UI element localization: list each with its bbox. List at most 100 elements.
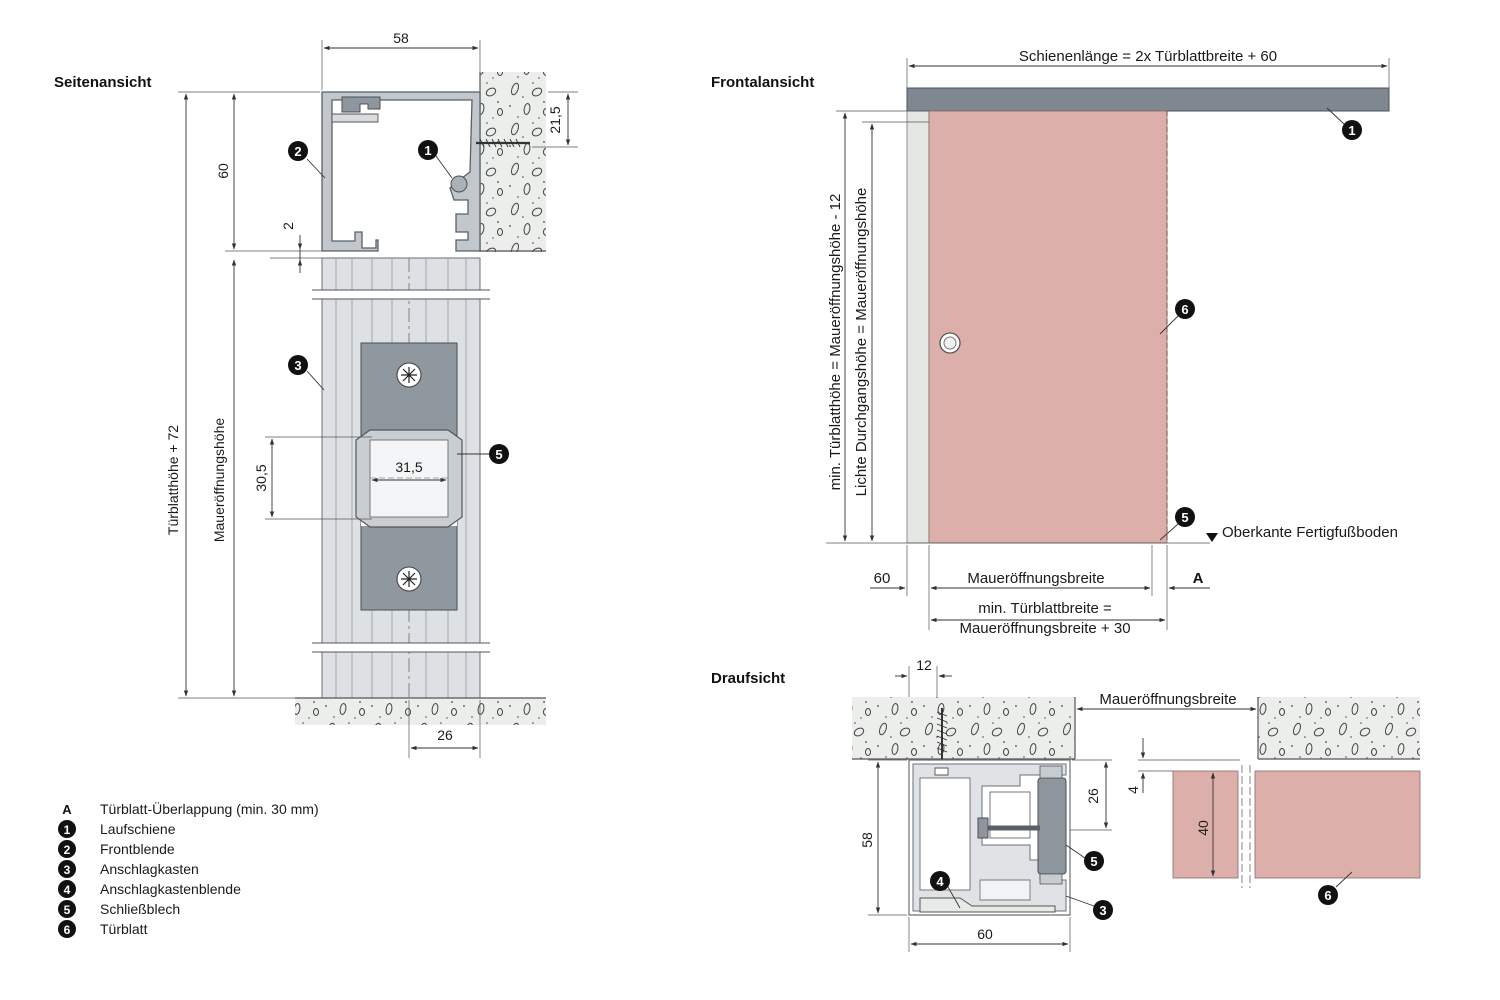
- top-dim-maueroeffnungsbreite: Maueröffnungsbreite: [1099, 691, 1236, 708]
- front-dim-60: 60: [874, 570, 891, 587]
- front-dim-min-tuerblattbreite-2: Maueröffnungsbreite + 30: [959, 620, 1130, 637]
- legend-label-1: Laufschiene: [100, 821, 176, 837]
- top-door-panel-right: [1254, 770, 1421, 879]
- badge-6-front: [1175, 299, 1195, 319]
- leader-1-front: [1326, 107, 1345, 125]
- front-door: [928, 110, 1168, 544]
- side-dim-60: 60: [215, 163, 231, 179]
- badge-4-top-text: 4: [936, 874, 944, 889]
- legend-label-5: Schließblech: [100, 901, 180, 917]
- legend-label-2: Frontblende: [100, 841, 175, 857]
- side-dim-21-5: 21,5: [547, 106, 563, 133]
- badge-6-front-text: 6: [1181, 302, 1188, 317]
- leader-6-front: [1159, 315, 1179, 335]
- front-dim-maueroeffnungsbreite: Maueröffnungsbreite: [967, 570, 1104, 587]
- badge-3-side-text: 3: [294, 358, 301, 373]
- legend-label-3: Anschlagkasten: [100, 861, 199, 877]
- side-dim-maueroeffnungshoehe: Maueröffnungshöhe: [211, 418, 227, 542]
- badge-4-top: [930, 871, 950, 891]
- top-dim-26: 26: [1085, 788, 1101, 804]
- front-dim-lichte: Lichte Durchgangshöhe = Maueröffnungshöh…: [853, 188, 870, 497]
- legend-key-4: 4: [64, 883, 71, 897]
- side-dim-58: 58: [393, 30, 409, 46]
- leader-6-top: [1335, 871, 1353, 888]
- front-oberkante-label: Oberkante Fertigfußboden: [1222, 524, 1398, 541]
- legend-label-A: Türblatt-Überlappung (min. 30 mm): [100, 800, 319, 817]
- front-blende-strip: [906, 110, 930, 544]
- leader-4-top: [947, 886, 961, 909]
- side-strike-plate: [355, 342, 463, 611]
- side-view-title: Seitenansicht: [54, 74, 152, 91]
- legend-label-6: Türblatt: [100, 921, 148, 937]
- legend-badge-2: [58, 840, 76, 858]
- badge-5-front-text: 5: [1181, 510, 1188, 525]
- top-dim-60: 60: [977, 926, 993, 942]
- leader-1-side: [435, 155, 453, 179]
- legend-label-4: Anschlagkastenblende: [100, 881, 241, 897]
- side-dim-31-5: 31,5: [395, 459, 422, 475]
- legend-key-2: 2: [64, 843, 71, 857]
- top-wall-left: [852, 697, 1075, 759]
- legend-badge-5: [58, 900, 76, 918]
- badge-1-side-text: 1: [424, 143, 431, 158]
- leader-5-front: [1159, 523, 1179, 541]
- badge-3-side: [288, 355, 308, 375]
- front-view-title: Frontalansicht: [711, 74, 814, 91]
- front-dim-A: A: [1193, 570, 1204, 587]
- badge-5-side: [489, 444, 509, 464]
- badge-6-top-text: 6: [1324, 888, 1331, 903]
- floor-marker-icon: [1206, 533, 1218, 542]
- side-dim-tuerblatthoehe: Türblatthöhe + 72: [165, 425, 181, 535]
- front-dim-min-tuerblattbreite-1: min. Türblattbreite =: [978, 600, 1112, 617]
- front-rail: [906, 87, 1390, 112]
- badge-5-side-text: 5: [495, 447, 502, 462]
- badge-1-side: [418, 140, 438, 160]
- legend-key-A: A: [62, 802, 72, 817]
- legend-key-5: 5: [64, 903, 71, 917]
- top-view-title: Draufsicht: [711, 670, 785, 687]
- badge-6-top: [1318, 885, 1338, 905]
- badge-5-top-text: 5: [1090, 854, 1097, 869]
- badge-1-front: [1342, 120, 1362, 140]
- legend: A Türblatt-Überlappung (min. 30 mm) 1 La…: [58, 800, 319, 938]
- side-floor-concrete: [295, 698, 546, 725]
- badge-2-side-text: 2: [294, 144, 301, 159]
- legend-badge-6: [58, 920, 76, 938]
- side-dim-2: 2: [280, 222, 296, 230]
- badge-1-front-text: 1: [1348, 123, 1355, 138]
- leader-3-top: [1065, 895, 1095, 907]
- front-dimensions: [836, 58, 1390, 630]
- leader-2: [306, 158, 326, 179]
- top-dim-40: 40: [1195, 820, 1211, 836]
- legend-key-1: 1: [64, 823, 71, 837]
- side-screw: [476, 138, 530, 148]
- side-dim-26: 26: [437, 727, 453, 743]
- badge-5-front: [1175, 507, 1195, 527]
- top-wall-right: [1258, 697, 1420, 759]
- top-dimensions: [868, 666, 1257, 952]
- side-wall-concrete: [480, 72, 546, 252]
- leader-3-side: [306, 370, 325, 391]
- legend-key-3: 3: [64, 863, 71, 877]
- legend-badge-4: [58, 880, 76, 898]
- leader-5-top: [1065, 844, 1086, 859]
- legend-key-6: 6: [64, 923, 71, 937]
- top-strike-plate: [977, 765, 1067, 885]
- side-dimensions: [178, 40, 578, 758]
- top-strike-profile: [908, 759, 1071, 916]
- top-dim-12: 12: [916, 657, 932, 673]
- top-door-panel-left: [1172, 770, 1239, 879]
- legend-badge-1: [58, 820, 76, 838]
- front-dim-min-tuerblatthoehe: min. Türblatthöhe = Maueröffnungshöhe - …: [827, 194, 844, 491]
- top-dim-4: 4: [1125, 786, 1141, 794]
- front-dim-schienenlaenge: Schienenlänge = 2x Türblattbreite + 60: [1019, 48, 1277, 65]
- badge-2-side: [288, 141, 308, 161]
- side-dim-30-5: 30,5: [253, 464, 269, 491]
- badge-3-top-text: 3: [1099, 903, 1106, 918]
- top-dim-58: 58: [859, 832, 875, 848]
- badge-5-top: [1084, 851, 1104, 871]
- legend-badge-3: [58, 860, 76, 878]
- badge-3-top: [1093, 900, 1113, 920]
- side-rail-profile: [321, 91, 481, 252]
